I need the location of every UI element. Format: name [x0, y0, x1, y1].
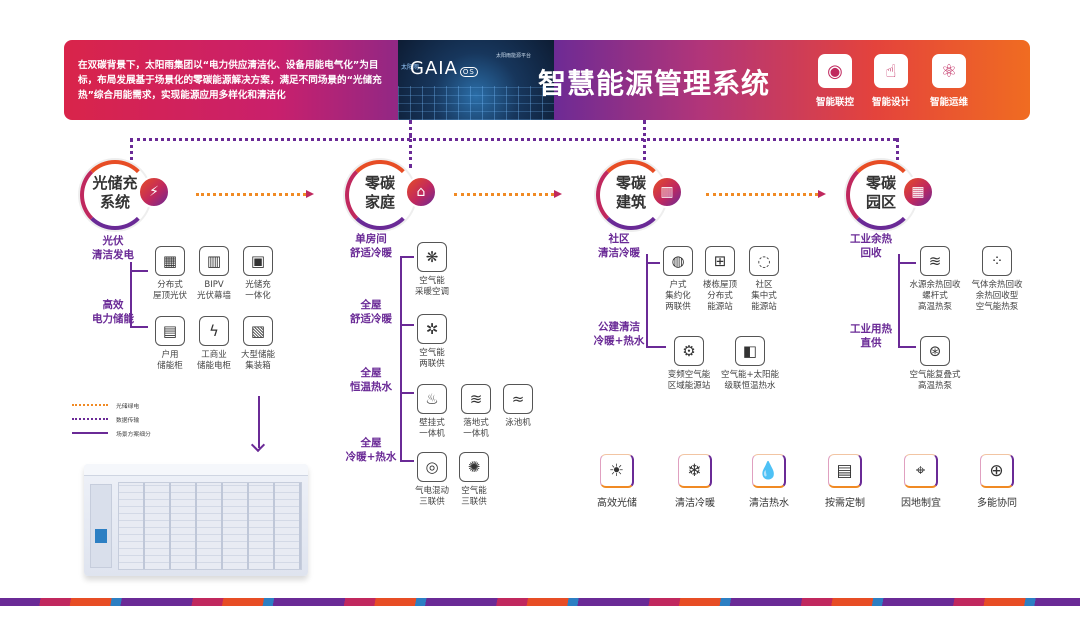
solar-system-icon: ⚡	[138, 176, 170, 208]
lightning-cabinet-icon: ϟ	[199, 316, 229, 346]
touch-design-icon: ☝	[874, 54, 908, 88]
item-air-triple: ✺空气能三联供	[444, 452, 504, 508]
item-gas-heat-recovery: ⁘气体余热回收余热回收型空气能热泵	[960, 246, 1034, 313]
header-banner: 在双碳背景下，太阳雨集团以“电力供应清洁化、设备用能电气化”为目标，布局发展基于…	[64, 40, 1030, 120]
item-floor-unit: ≋落地式一体机	[446, 384, 506, 440]
floor-heater-icon: ≋	[461, 384, 491, 414]
battery-cabinet-icon: ▤	[155, 316, 185, 346]
flow-arrow-1	[196, 190, 314, 198]
item-community-station: ◌社区集中式能源站	[734, 246, 794, 313]
data-link-s3	[643, 120, 646, 168]
cat-industrial-heat-supply: 工业用热直供	[850, 323, 892, 349]
legend-data-transfer: 数据传输	[72, 412, 186, 426]
gaia-tag: 太阳雨	[401, 64, 420, 71]
platform-grid-graphic	[398, 86, 554, 120]
intro-text: 在双碳背景下，太阳雨集团以“电力供应清洁化、设备用能电气化”为目标，布局发展基于…	[78, 60, 382, 101]
atom-maintenance-icon: ⚛	[932, 54, 966, 88]
fan-icon: ❋	[417, 242, 447, 272]
tile-clean-heating: ❄清洁冷暖	[664, 454, 726, 509]
storage-cabinet-image	[84, 464, 308, 576]
feature-smart-control: ◉ 智能联控	[810, 54, 860, 108]
cat-power-storage: 高效电力储能	[92, 299, 134, 325]
item-dual-supply: ✲空气能两联供	[402, 314, 462, 370]
wall-heater-icon: ♨	[417, 384, 447, 414]
item-air-source-ac: ❋空气能采暖空调	[402, 242, 462, 298]
snow-heat-icon: ❄	[678, 454, 712, 488]
dual-fan-icon: ✲	[417, 314, 447, 344]
data-link-banner	[409, 120, 412, 138]
data-link-s2	[409, 120, 412, 168]
flow-arrow-2	[454, 190, 562, 198]
building-icon: ▥	[651, 176, 683, 208]
bottom-stripe	[0, 598, 1080, 606]
tile-clean-hot-water: 💧清洁热水	[738, 454, 800, 509]
page-title: 智慧能源管理系统	[538, 67, 771, 100]
data-link-top	[130, 138, 896, 141]
item-wall-unit: ♨壁挂式一体机	[402, 384, 462, 440]
data-link-s4	[896, 138, 899, 168]
item-water-heat-recovery: ≋水源余热回收螺杆式高温热泵	[898, 246, 972, 313]
section-zero-carbon-home-head: 零碳家庭	[345, 160, 415, 230]
feature-smart-design: ☝ 智能设计	[866, 54, 916, 108]
tank-icon: ◧	[735, 336, 765, 366]
industrial-park-icon: ▦	[902, 176, 934, 208]
pool-icon: ≈	[503, 384, 533, 414]
item-household-dual: ◍户式集约化两联供	[648, 246, 708, 313]
synergy-icon: ⊕	[980, 454, 1014, 488]
container-icon: ▧	[243, 316, 273, 346]
triple-fan-icon: ✺	[459, 452, 489, 482]
data-link-s1	[130, 138, 133, 168]
item-hybrid-triple: ◎气电混动三联供	[402, 452, 462, 508]
item-cascade-heat-pump: ⊛空气能复叠式高温热泵	[898, 336, 972, 392]
gear-flame-icon: ⚙	[674, 336, 704, 366]
flame-icon: ◍	[663, 246, 693, 276]
home-icon: ⌂	[405, 176, 437, 208]
ring-icon: ◌	[749, 246, 779, 276]
pv-curtain-icon: ▥	[199, 246, 229, 276]
gaia-panel-title: 太阳雨能源平台	[496, 53, 532, 59]
cat-waste-heat-recovery: 工业余热回收	[850, 233, 892, 259]
cat-heating-hot-water: 全屋冷暖+热水	[345, 437, 397, 463]
feature-smart-maintenance: ⚛ 智能运维	[924, 54, 974, 108]
legend-scenario: 场景方案细分	[72, 426, 186, 440]
item-rooftop-station: ⊞楼栋屋顶分布式能源站	[690, 246, 750, 313]
hybrid-icon: ◎	[417, 452, 447, 482]
control-icon: ◉	[818, 54, 852, 88]
water-drop-icon: 💧	[752, 454, 786, 488]
item-regional-station: ⚙变频空气能区域能源站	[654, 336, 724, 392]
pv-charger-icon: ▣	[243, 246, 273, 276]
legend-green-power: 光储绿电	[72, 398, 186, 412]
item-cascade-hot-water: ◧空气能+太阳能级联恒温热水	[712, 336, 788, 392]
cat-public-building: 公建清洁冷暖+热水	[593, 321, 645, 347]
network-icon: ⊞	[705, 246, 735, 276]
solar-storage-icon: ☀	[600, 454, 634, 488]
solar-panel-icon: ▦	[155, 246, 185, 276]
item-home-storage: ▤户用储能柜	[140, 316, 200, 372]
tile-local-adaptation: ⌖因地制宜	[890, 454, 952, 509]
item-pv-storage-charge: ▣光储充一体化	[228, 246, 288, 302]
legend: 光储绿电 数据传输 场景方案细分	[72, 398, 186, 440]
flow-arrow-3	[706, 190, 826, 198]
cat-pv-clean-power: 光伏清洁发电	[92, 235, 134, 261]
cat-single-room: 单房间舒适冷暖	[350, 233, 392, 259]
down-arrow	[258, 396, 260, 448]
cat-constant-hot-water: 全屋恒温热水	[350, 367, 392, 393]
item-pool-unit: ≈泳池机	[488, 384, 548, 429]
cat-whole-house-comfort: 全屋舒适冷暖	[350, 299, 392, 325]
gas-recovery-icon: ⁘	[982, 246, 1012, 276]
tile-efficient-storage: ☀高效光储	[586, 454, 648, 509]
item-rooftop-pv: ▦分布式屋顶光伏	[140, 246, 200, 302]
map-pin-icon: ⌖	[904, 454, 938, 488]
cascade-pump-icon: ⊛	[920, 336, 950, 366]
water-recovery-icon: ≋	[920, 246, 950, 276]
tile-multi-energy: ⊕多能协同	[966, 454, 1028, 509]
tile-custom-made: ▤按需定制	[814, 454, 876, 509]
cat-community-heating: 社区清洁冷暖	[598, 233, 640, 259]
custom-chart-icon: ▤	[828, 454, 862, 488]
item-container-storage: ▧大型储能集装箱	[228, 316, 288, 372]
